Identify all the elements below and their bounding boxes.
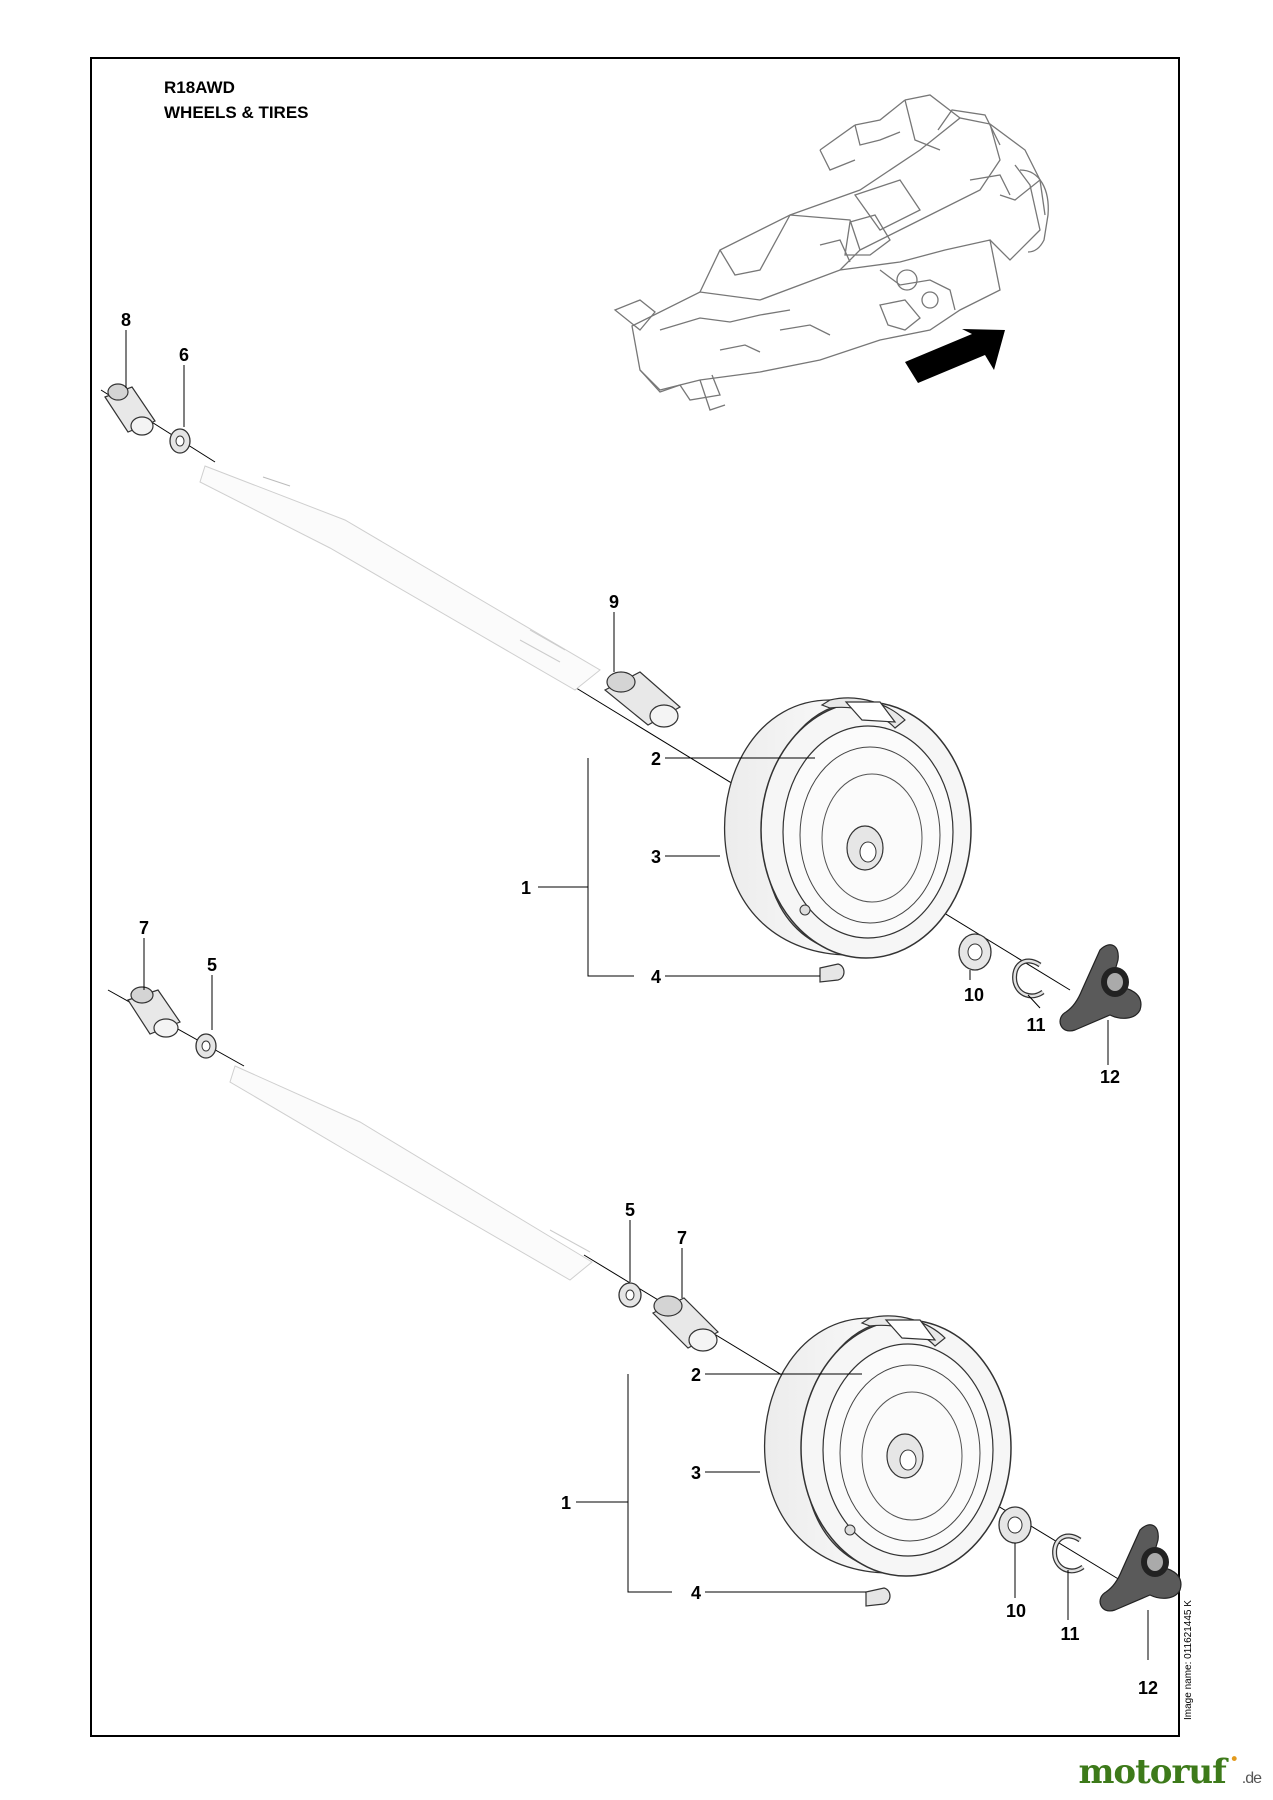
hub-cap-12-bottom [1099,1524,1182,1612]
callout-3-top: 3 [651,847,661,867]
spacer-7-left [127,986,181,1038]
callout-8: 8 [121,310,131,330]
callout-2-top: 2 [651,749,661,769]
callout-4-top: 4 [651,967,661,987]
valve-top [819,963,845,983]
callout-leaders [125,330,1149,1660]
top-axle-assembly [100,383,1142,1032]
spacer-8 [104,383,156,436]
hub-cap-12 [1059,944,1142,1032]
callout-1-bottom: 1 [561,1493,571,1513]
callout-11-bottom: 11 [1060,1624,1079,1644]
callout-3-bottom: 3 [691,1463,701,1483]
hub-washer-10 [958,933,992,971]
callout-7-inner: 7 [677,1228,687,1248]
drawing-frame [90,57,1180,1737]
callout-11-top: 11 [1026,1015,1045,1035]
washer-5-inner [618,1282,642,1308]
arrow-icon [905,329,1005,383]
callout-9: 9 [609,592,619,612]
callout-5-left: 5 [207,955,217,975]
bottom-axle-assembly [107,986,1182,1612]
callout-12-top: 12 [1100,1067,1120,1087]
washer-5-left [195,1033,217,1059]
spacer-9 [603,671,682,728]
hub-washer-10-bottom [998,1506,1032,1544]
callout-7-left: 7 [139,918,149,938]
callout-1-top: 1 [521,878,531,898]
callout-10-bottom: 10 [1006,1601,1026,1621]
clip-11 [1012,958,1045,999]
watermark-logo: motoruf˙.de [1078,1752,1262,1792]
callout-6: 6 [179,345,189,365]
spacer-7-inner [651,1295,719,1352]
wheel-top [723,697,972,959]
chassis-overview [613,94,1049,411]
callout-12-bottom: 12 [1138,1678,1158,1698]
section-title: WHEELS & TIRES [164,103,309,122]
wheel-bottom [763,1315,1012,1577]
callout-2-bottom: 2 [691,1365,701,1385]
callout-5-inner: 5 [625,1200,635,1220]
clip-11-bottom [1052,1533,1085,1574]
watermark-brand: motoruf [1078,1752,1226,1792]
model-title: R18AWD [164,78,235,97]
callout-4-bottom: 4 [691,1583,701,1603]
watermark-dot: ˙ [1225,1752,1243,1792]
washer-6 [169,428,191,454]
valve-bottom [865,1587,891,1607]
callout-10-top: 10 [964,985,984,1005]
image-name-label: Image name: 011621445 K [1183,1600,1194,1720]
watermark-tld: .de [1241,1770,1262,1787]
